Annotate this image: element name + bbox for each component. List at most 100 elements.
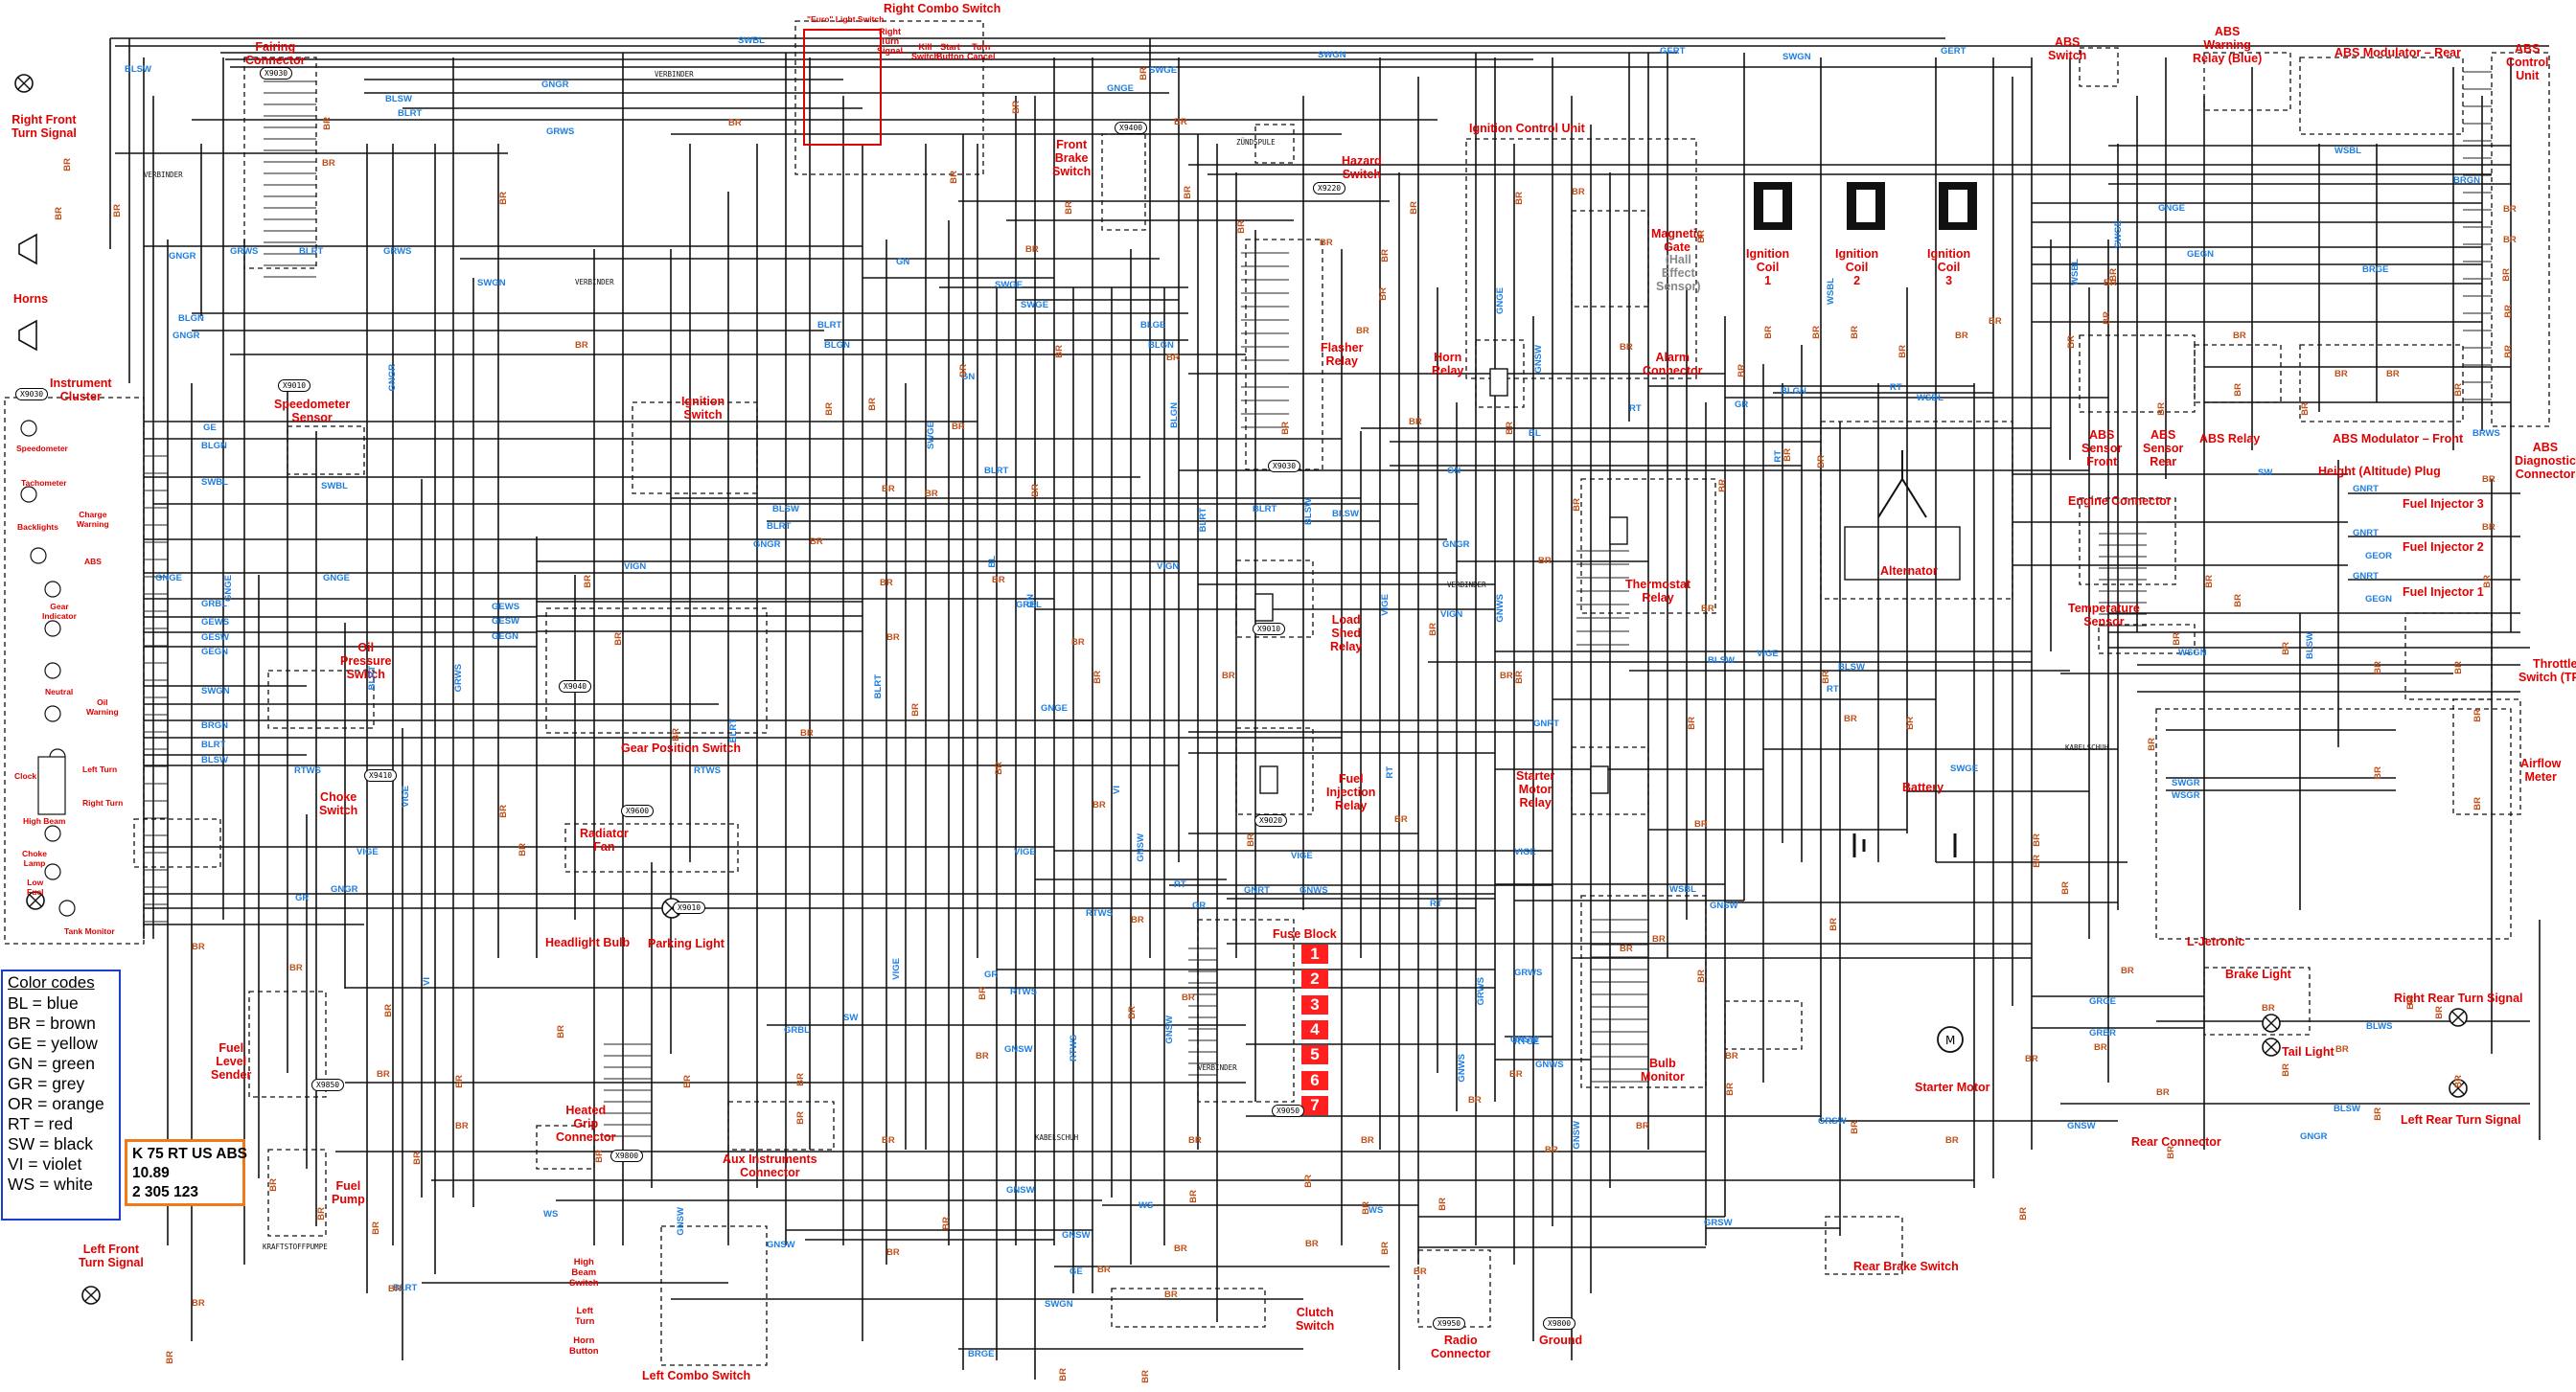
connector-code: X9050 xyxy=(1272,1105,1305,1117)
wire-code: BLRT xyxy=(817,320,842,331)
wire-code: VIGE xyxy=(1380,594,1391,616)
wire-code: GNSW xyxy=(1510,1035,1539,1045)
wire-code: VIGE xyxy=(1514,847,1536,857)
legend-item: SW = black xyxy=(8,1134,93,1153)
hazard-switch-label: Hazard Switch xyxy=(1342,154,1382,181)
low-fuel-label: Low Fuel xyxy=(27,878,44,897)
wire-code: BLSW xyxy=(201,755,228,765)
wire-code: WSBL xyxy=(2070,259,2081,285)
radio-connector-label: Radio Connector xyxy=(1431,1334,1491,1360)
wire-code: BR xyxy=(1303,1175,1314,1188)
wire-code: BR xyxy=(1850,326,1860,339)
wire-code: BLGN xyxy=(824,340,850,351)
connector-code: X9410 xyxy=(364,769,398,782)
wire-code: GNGE xyxy=(2158,203,2185,214)
wire-code: BR xyxy=(1468,1095,1482,1106)
gear-position-switch-box xyxy=(545,607,768,734)
connector-code: X9030 xyxy=(15,388,49,400)
wire-code: WSBL xyxy=(1669,884,1696,895)
ignition-coil-1-label: Ignition Coil 1 xyxy=(1746,247,1790,287)
wire-code: GE xyxy=(203,422,217,433)
wire-code: GNSW xyxy=(767,1240,795,1250)
wire-code: GR xyxy=(1192,901,1207,911)
abs-warning-relay-box xyxy=(2203,52,2291,111)
gear-position-switch-label: Gear Position Switch xyxy=(621,742,742,755)
wire-code: GNGR xyxy=(169,251,196,262)
fuel-pump-box xyxy=(267,1149,327,1237)
starter-motor-label: Starter Motor xyxy=(1915,1081,1990,1094)
wire-code: GEWS xyxy=(492,602,520,612)
tail-light-label: Tail Light xyxy=(2282,1045,2334,1059)
abs-switch-label: ABS Switch xyxy=(2048,35,2087,62)
horn-relay-label: Horn Relay xyxy=(1432,351,1464,377)
aux-instruments-box xyxy=(727,1101,835,1151)
wire-code: GNRT xyxy=(1533,719,1559,729)
charge-warning-label: Charge Warning xyxy=(77,510,109,529)
left-combo-switch-box xyxy=(660,1225,768,1366)
legend-item: WS = white xyxy=(8,1175,93,1194)
wire-code: BR xyxy=(1428,623,1438,636)
instrument-lamp-icon xyxy=(44,863,61,880)
legend-item: VI = violet xyxy=(8,1154,82,1174)
engine-connector-label: Engine Connector xyxy=(2068,494,2172,508)
connector-code: X9220 xyxy=(1313,182,1346,194)
wire-code: BRGE xyxy=(2362,264,2389,275)
wire-code: VI xyxy=(422,977,432,986)
wire-code: BL xyxy=(987,556,998,568)
wire-code: BR xyxy=(1850,1121,1860,1134)
wire-code: BR xyxy=(412,1152,423,1165)
fuse-number: 2 xyxy=(1301,970,1328,990)
abs-switch-box xyxy=(2079,47,2119,87)
headlight-bulb-label: Headlight Bulb xyxy=(545,936,631,949)
wire-code: GNGE xyxy=(155,573,182,583)
wire-code: GRSW xyxy=(1818,1116,1847,1127)
right-combo-switch-box xyxy=(794,20,984,175)
wire-code: BR xyxy=(289,963,303,973)
wire-code: GESW xyxy=(492,616,520,627)
wire-code: BR xyxy=(2373,1107,2383,1121)
fuse-number: 4 xyxy=(1301,1019,1328,1039)
wire-code: BR xyxy=(2104,278,2117,288)
connector-code: X9040 xyxy=(559,680,592,693)
abs-warning-relay-label: ABS Warning Relay (Blue) xyxy=(2193,25,2263,65)
wire-code: BR xyxy=(994,762,1004,775)
engine-connector-box xyxy=(2079,497,2176,585)
wire-code: BR xyxy=(322,158,335,169)
legend-item: GR = grey xyxy=(8,1074,85,1093)
choke-switch-box xyxy=(133,818,221,868)
wire-code: RTWS xyxy=(1069,1035,1079,1061)
fairing-connector-label: Fairing Connector xyxy=(245,40,306,67)
fuse-number: 6 xyxy=(1301,1070,1328,1090)
wire-code: BR xyxy=(810,536,823,547)
wire-code: BR xyxy=(371,1221,381,1235)
wire-code: GEWS xyxy=(201,617,230,628)
ignition-coil-core xyxy=(1856,190,1875,222)
high-beam-switch-label: High Beam Switch xyxy=(569,1257,599,1289)
wire-code: BR xyxy=(1572,498,1582,512)
alternator-box xyxy=(1820,421,2013,600)
wire-code: BLSW xyxy=(385,94,412,104)
wire-code: GNGR xyxy=(172,331,200,341)
wire-code: BR xyxy=(1140,1370,1151,1383)
wire-code: BR xyxy=(2032,855,2042,868)
load-shed-relay-label: Load Shed Relay xyxy=(1330,613,1363,653)
wire-code: RT xyxy=(1827,684,1839,695)
wire-code: BR xyxy=(1058,1368,1069,1381)
wire-code: GNGR xyxy=(2300,1131,2328,1142)
heated-grip-connector-label: Heated Grip Connector xyxy=(556,1104,616,1144)
thermostat-relay-box xyxy=(1580,478,1716,614)
wire-code: BR xyxy=(1164,1289,1178,1300)
wire-code: BR xyxy=(1414,1266,1427,1277)
wire-code: BR xyxy=(992,575,1005,585)
wire-code: BR xyxy=(2032,833,2042,847)
brake-light-icon-x xyxy=(2265,1016,2278,1030)
hall-effect-sensor-label: (Hall Effect Sensor) xyxy=(1656,253,1701,293)
alternator-label: Alternator xyxy=(1880,564,1938,578)
abs-diagnostic-connector-label: ABS Diagnostic Connector xyxy=(2515,441,2576,481)
wire-code: GNGE xyxy=(1041,703,1068,714)
wire-code: GNSW xyxy=(676,1207,686,1236)
heated-grip-box xyxy=(536,1125,595,1170)
wire-code: BR xyxy=(978,987,988,1000)
clock-label: Clock xyxy=(14,771,37,781)
wire-code: RTWS xyxy=(1086,908,1113,919)
